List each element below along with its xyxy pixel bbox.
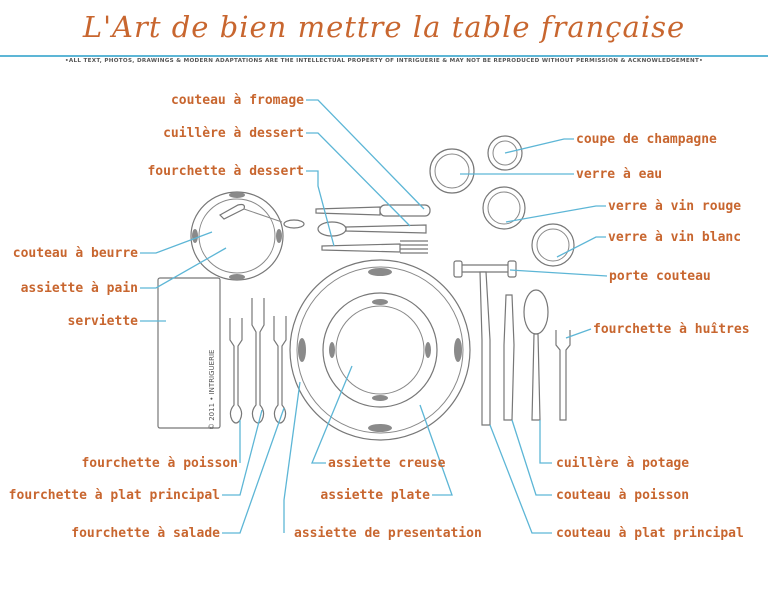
leader-assiette-pain [140, 247, 227, 289]
label-fourchette-plat: fourchette à plat principal [9, 488, 220, 503]
leader-couteau-poisson [511, 419, 552, 496]
leader-fourchette-salade [222, 407, 285, 534]
copyright-notice: •ALL TEXT, PHOTOS, DRAWINGS & MODERN ADA… [65, 58, 703, 64]
label-assiette-plate: assiette plate [320, 488, 430, 503]
leader-porte-couteau [509, 269, 608, 277]
label-coupe-champagne: coupe de champagne [576, 132, 717, 147]
label-serviette: serviette [68, 314, 139, 329]
leader-fourchette-plat [222, 409, 263, 496]
copyright-vertical: © 2011 • INTRIGUERIE [208, 350, 216, 430]
label-fourchette-huitres: fourchette à huîtres [593, 322, 750, 337]
label-couteau-plat: couteau à plat principal [556, 526, 744, 541]
label-verre-eau: verre à eau [576, 167, 662, 182]
leader-cuillere-dessert [306, 132, 411, 227]
leader-assiette-creuse [311, 365, 353, 464]
label-assiette-creuse: assiette creuse [328, 456, 446, 471]
label-verre-vin-rouge: verre à vin rouge [608, 199, 741, 214]
label-fourchette-poisson: fourchette à poisson [81, 456, 238, 471]
leader-fourchette-dessert [306, 170, 335, 247]
label-couteau-poisson: couteau à poisson [556, 488, 689, 503]
napkin-drawing: © 2011 • INTRIGUERIE [157, 277, 221, 430]
leader-verre-vin-blanc [556, 236, 606, 258]
label-assiette-presentation: assiette de presentation [294, 526, 482, 541]
label-cuillere-potage: cuillère à potage [556, 456, 689, 471]
plates-drawing [289, 259, 471, 441]
leader-verre-vin-rouge [505, 205, 606, 223]
page-title: L'Art de bien mettre la table française [82, 10, 686, 44]
label-couteau-beurre: couteau à beurre [13, 246, 138, 261]
label-assiette-pain: assiette à pain [21, 281, 138, 296]
leader-couteau-plat [489, 424, 552, 534]
labels: couteau à fromage cuillère à dessert fou… [9, 93, 750, 541]
leader-lines [140, 99, 608, 534]
label-fourchette-salade: fourchette à salade [71, 526, 220, 541]
label-porte-couteau: porte couteau [609, 269, 711, 284]
right-cutlery-drawing [479, 271, 571, 426]
leader-couteau-beurre [140, 231, 213, 254]
leader-cuillere-potage [539, 420, 552, 464]
label-couteau-fromage: couteau à fromage [171, 93, 304, 108]
dessert-cutlery-drawing [315, 204, 431, 254]
leader-fourchette-huitres [565, 328, 592, 339]
label-cuillere-dessert: cuillère à dessert [163, 126, 304, 141]
leader-couteau-fromage [306, 99, 425, 210]
left-forks-drawing [229, 298, 287, 424]
leader-assiette-plate [419, 404, 453, 496]
butter-knife-drawing [219, 203, 305, 229]
label-verre-vin-blanc: verre à vin blanc [608, 230, 741, 245]
title-rule [0, 55, 768, 57]
leader-assiette-presentation [283, 381, 301, 533]
label-fourchette-dessert: fourchette à dessert [147, 164, 304, 179]
glasses-drawing [429, 135, 575, 267]
leader-coupe-champagne [504, 138, 574, 154]
